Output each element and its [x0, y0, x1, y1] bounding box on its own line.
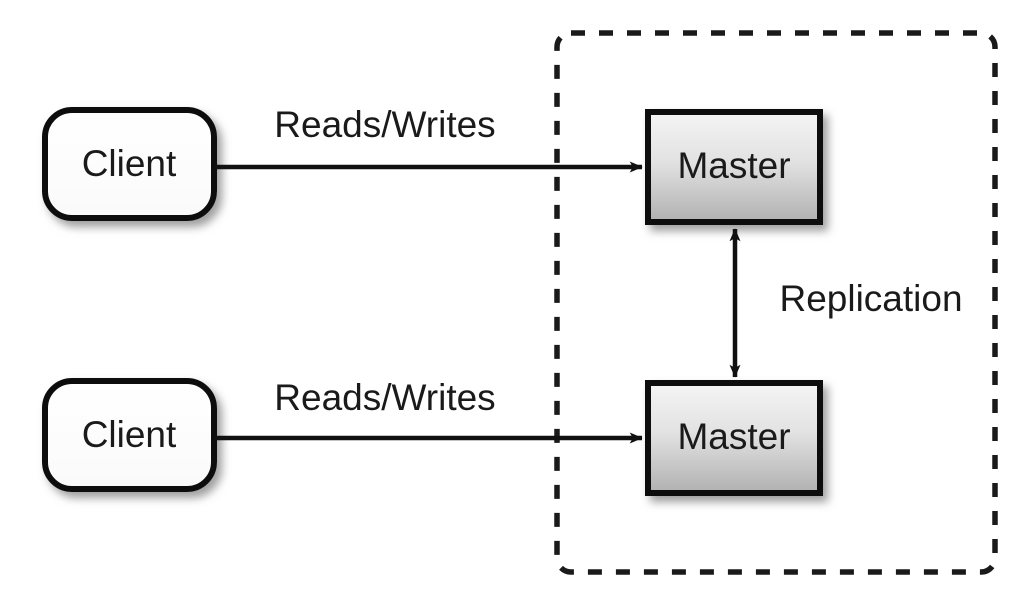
client-bottom-box — [42, 378, 217, 492]
client-bottom-label: Client — [82, 414, 177, 455]
master-bottom-box — [645, 380, 823, 496]
client-top-label: Client — [82, 143, 177, 184]
edge-replication: Replication — [729, 228, 963, 378]
master-bottom-label: Master — [677, 416, 790, 457]
edge-reads-writes-bottom: Reads/Writes — [215, 377, 643, 444]
group-boundary-dashed-box — [554, 30, 998, 575]
client-top-box — [42, 107, 217, 221]
edge-replication-label: Replication — [779, 278, 962, 319]
master-top-label: Master — [677, 145, 790, 186]
edge-reads-writes-top-label: Reads/Writes — [274, 104, 495, 145]
master-top-box — [645, 109, 823, 225]
node-master-top[interactable]: Master — [645, 109, 823, 225]
edge-reads-writes-top: Reads/Writes — [215, 104, 643, 173]
edge-reads-writes-bottom-label: Reads/Writes — [274, 377, 495, 418]
node-client-bottom[interactable]: Client — [42, 378, 217, 492]
node-master-bottom[interactable]: Master — [645, 380, 823, 496]
node-client-top[interactable]: Client — [42, 107, 217, 221]
